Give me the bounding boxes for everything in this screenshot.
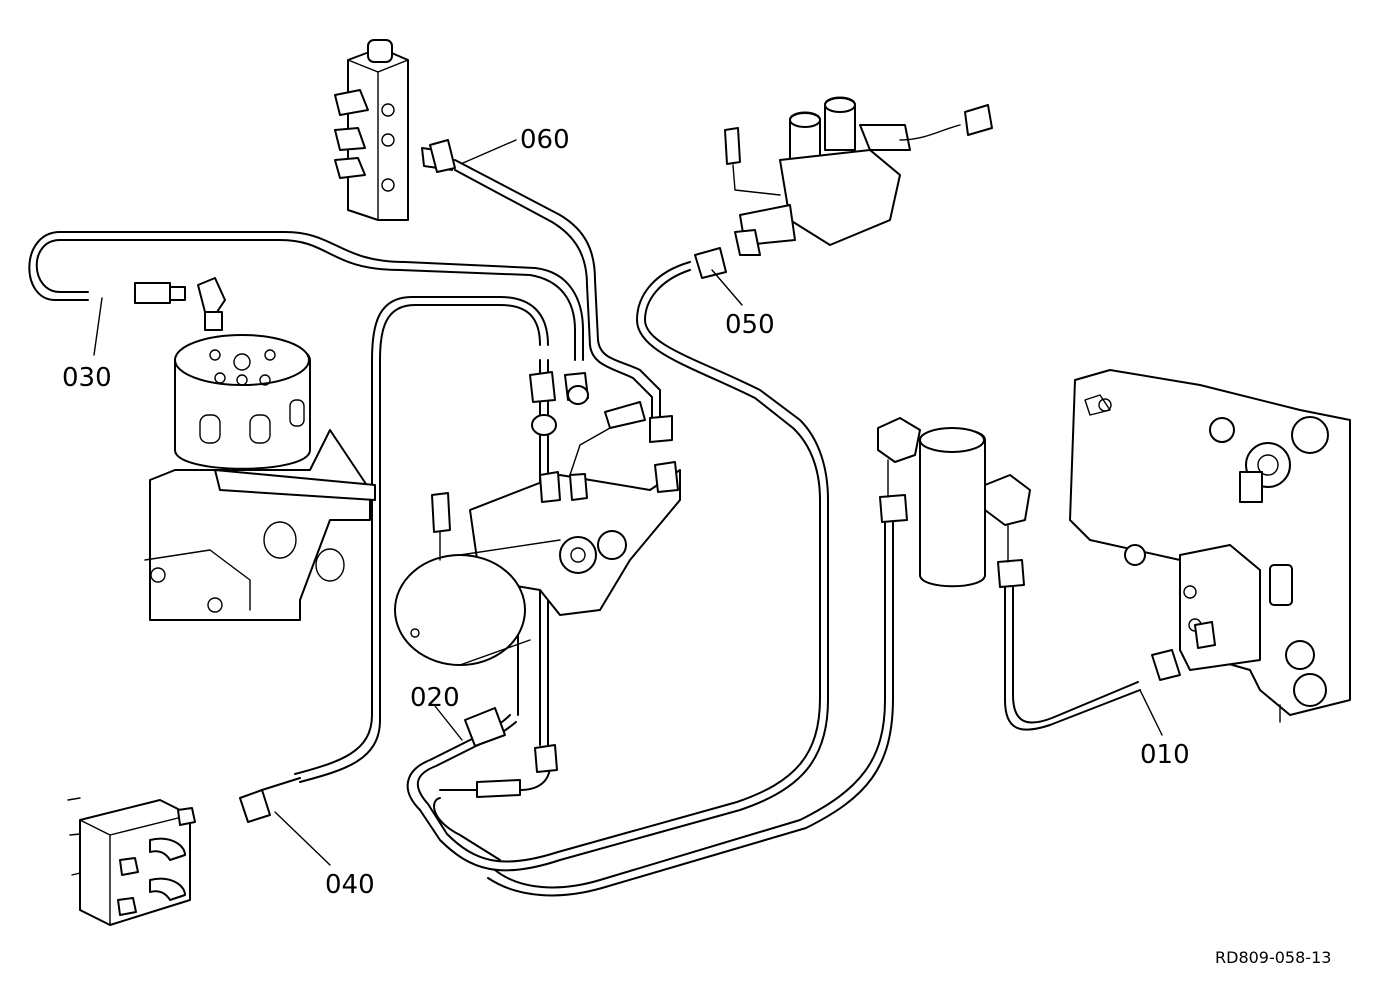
part-label-040[interactable]: 040 bbox=[325, 870, 375, 900]
part-label-030[interactable]: 030 bbox=[62, 363, 112, 393]
part-label-010[interactable]: 010 bbox=[1140, 740, 1190, 770]
leader-lines bbox=[93, 139, 1163, 866]
line-filter bbox=[877, 417, 1031, 588]
part-label-050[interactable]: 050 bbox=[725, 310, 775, 340]
hydraulic-pump bbox=[1069, 369, 1351, 723]
pilot-valve-block bbox=[67, 797, 196, 926]
drawing-reference: RD809-058-13 bbox=[1215, 948, 1331, 967]
hose-fittings bbox=[134, 139, 1181, 823]
upper-valve-block bbox=[334, 39, 453, 221]
part-label-020[interactable]: 020 bbox=[410, 683, 460, 713]
central-manifold bbox=[394, 371, 681, 666]
part-label-060[interactable]: 060 bbox=[520, 125, 570, 155]
swivel-joint bbox=[144, 277, 376, 621]
solenoid-valve-assembly bbox=[724, 96, 993, 256]
